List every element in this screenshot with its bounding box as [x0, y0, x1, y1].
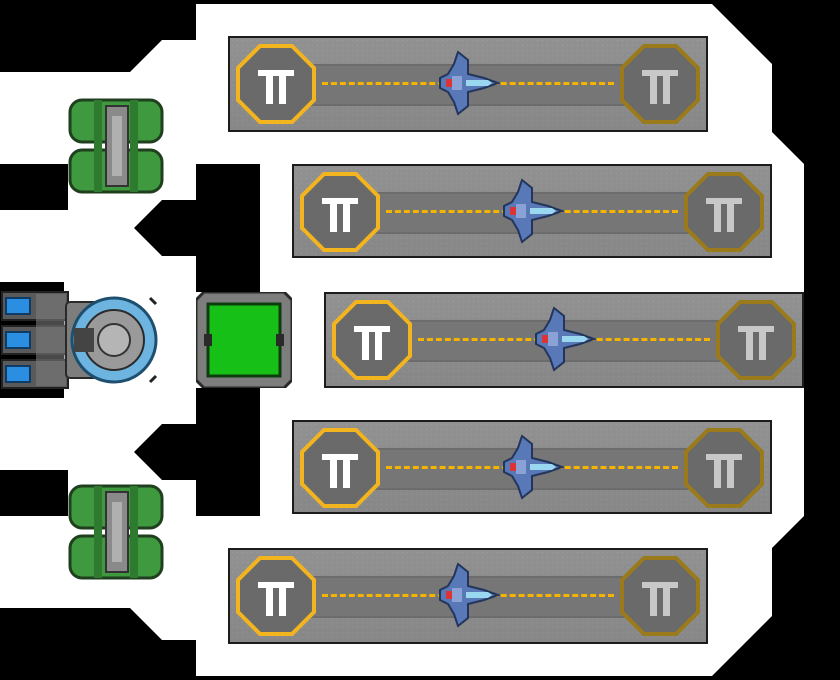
hangar-bay-3[interactable] — [324, 292, 804, 388]
launch-pad-icon[interactable] — [300, 172, 380, 252]
fighter-icon[interactable] — [534, 304, 596, 374]
launch-pad-icon[interactable] — [300, 428, 380, 508]
fuel-tank-icon[interactable] — [66, 96, 166, 196]
launch-pad-icon[interactable] — [332, 300, 412, 380]
hangar-bay-1[interactable] — [228, 36, 708, 132]
landing-pad-icon[interactable] — [684, 172, 764, 252]
landing-pad-icon[interactable] — [620, 556, 700, 636]
launch-pad-icon[interactable] — [236, 556, 316, 636]
fuel-tank-icon[interactable] — [66, 482, 166, 582]
launch-pad-icon[interactable] — [236, 44, 316, 124]
power-core-icon[interactable] — [196, 292, 292, 388]
landing-pad-icon[interactable] — [716, 300, 796, 380]
fighter-icon[interactable] — [438, 48, 500, 118]
fighter-icon[interactable] — [502, 432, 564, 502]
thruster-array-icon[interactable] — [0, 290, 72, 390]
hangar-bay-2[interactable] — [292, 164, 772, 258]
hangar-bay-5[interactable] — [228, 548, 708, 644]
fighter-icon[interactable] — [502, 176, 564, 246]
fighter-icon[interactable] — [438, 560, 500, 630]
shield-generator-icon[interactable] — [64, 292, 164, 388]
hangar-bay-4[interactable] — [292, 420, 772, 514]
landing-pad-icon[interactable] — [684, 428, 764, 508]
landing-pad-icon[interactable] — [620, 44, 700, 124]
